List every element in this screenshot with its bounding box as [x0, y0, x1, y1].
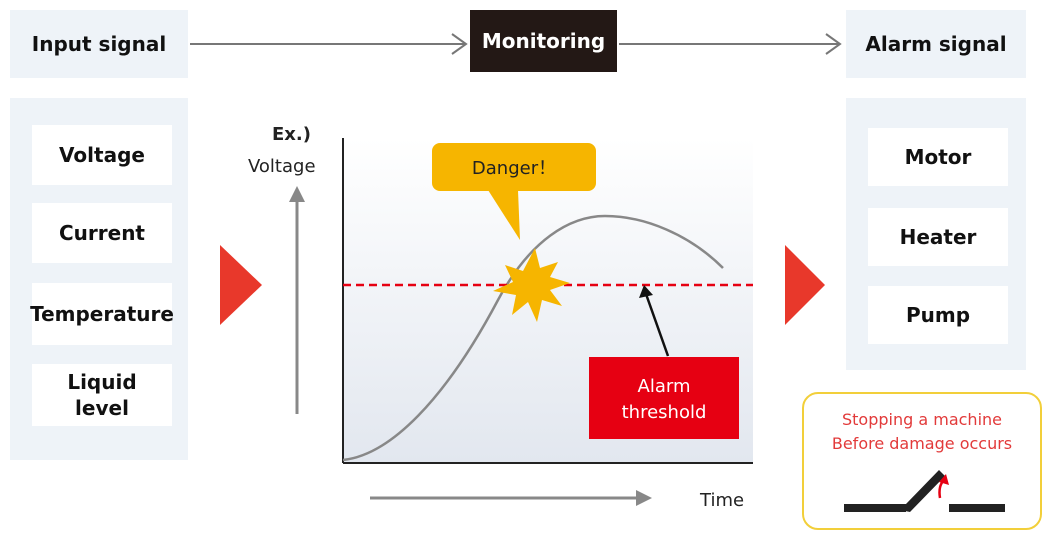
alarm-signal-header: Alarm signal [846, 10, 1026, 78]
alarm-threshold-line2: threshold [622, 402, 707, 423]
red-arrow-left [220, 245, 262, 325]
alarm-threshold-box [589, 357, 739, 439]
danger-callout-tail [488, 190, 520, 240]
input-panel: Voltage Current Temperature Liquid level [10, 98, 188, 460]
output-item-motor: Motor [868, 128, 1008, 186]
danger-label: Danger！ [472, 158, 556, 179]
header-arrows [190, 33, 842, 55]
input-signal-header: Input signal [10, 10, 188, 78]
danger-burst-icon [493, 248, 570, 322]
output-item-label: Heater [899, 225, 977, 249]
note-line1: Stopping a machine [841, 410, 1002, 429]
input-item-liquid-level: Liquid level [32, 364, 172, 426]
alarm-signal-label: Alarm signal [865, 32, 1007, 56]
arrow-monitoring-to-alarm [619, 33, 842, 55]
example-label: Ex.) [272, 124, 311, 145]
y-axis-label: Voltage [248, 156, 316, 177]
output-panel: Motor Heater Pump [846, 98, 1026, 370]
x-axis-label: Time [699, 490, 744, 511]
voltage-chart: Ex.) Voltage Time Danger！ Alarm threshol… [248, 124, 753, 511]
threshold-pointer-arrow [639, 285, 670, 357]
note-line2: Before damage occurs [831, 434, 1013, 453]
arrow-input-to-monitoring [190, 33, 468, 55]
switch-icon [844, 470, 1005, 512]
voltage-curve [342, 214, 724, 462]
output-item-heater: Heater [868, 208, 1008, 266]
stopping-machine-note: Stopping a machine Before damage occurs [802, 392, 1042, 530]
input-item-label: Voltage [59, 143, 145, 167]
input-item-label: Temperature [30, 302, 174, 326]
output-item-label: Pump [905, 303, 971, 327]
output-item-label: Motor [904, 145, 972, 169]
alarm-threshold-line1: Alarm [638, 376, 691, 397]
monitoring-label: Monitoring [481, 29, 606, 53]
input-item-current: Current [32, 203, 172, 263]
input-item-label: Liquid level [67, 370, 137, 420]
input-signal-label: Input signal [31, 32, 167, 56]
red-triangle-icon [785, 245, 825, 325]
input-item-label: Current [58, 221, 145, 245]
output-item-pump: Pump [868, 286, 1008, 344]
input-item-temperature: Temperature [30, 283, 174, 345]
y-direction-arrow [289, 186, 305, 414]
monitoring-box: Monitoring [470, 10, 617, 72]
red-arrow-right [785, 245, 825, 325]
red-triangle-icon [220, 245, 262, 325]
x-direction-arrow [370, 490, 652, 506]
danger-callout [432, 143, 596, 191]
input-item-voltage: Voltage [32, 125, 172, 185]
